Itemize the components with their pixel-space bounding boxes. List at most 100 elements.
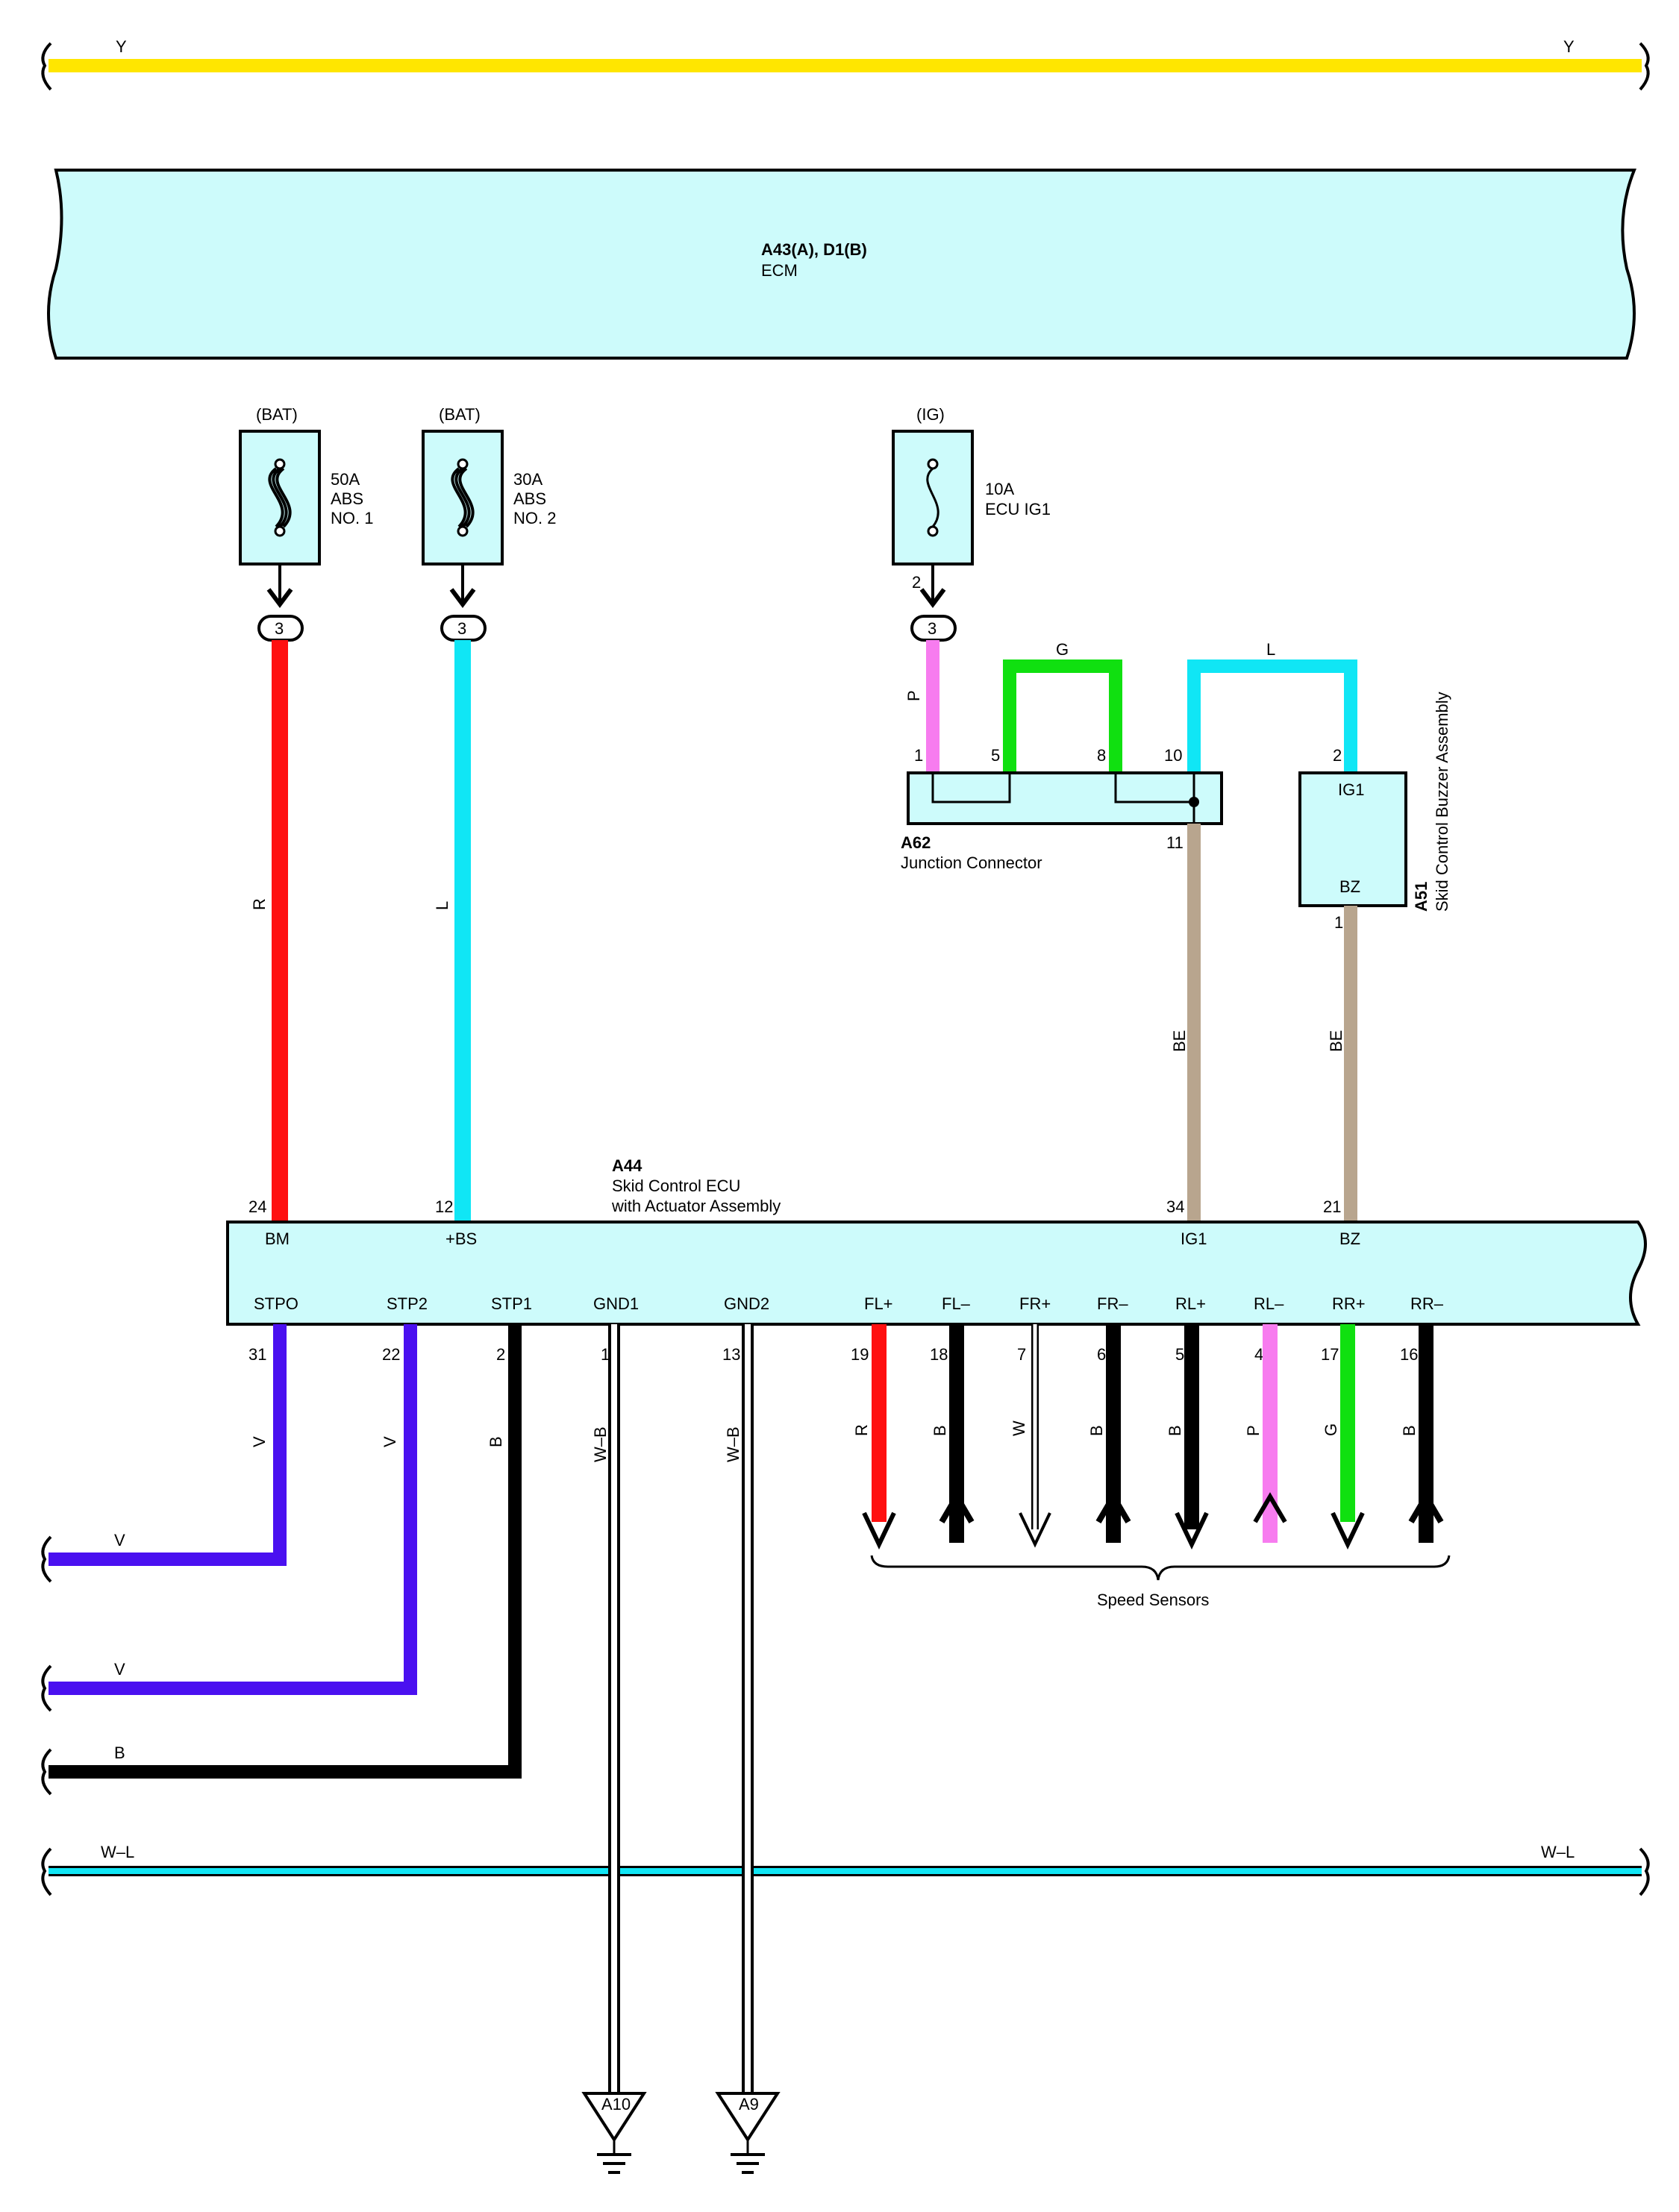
- wire-rl-minus-label: P: [1244, 1425, 1263, 1436]
- a62-pin-8: 8: [1097, 746, 1106, 765]
- a51-id: A51: [1412, 882, 1431, 912]
- wire-fr-plus-label: W: [1010, 1420, 1028, 1436]
- wire-b-stp1: [49, 1324, 522, 1779]
- a44-pin-4: 4: [1254, 1345, 1263, 1364]
- wl-bus-right-label: W–L: [1541, 1843, 1575, 1861]
- a44-term-stp1: STP1: [491, 1294, 532, 1313]
- jumper-g: G: [1003, 640, 1122, 773]
- a44-term-rl-plus: RL+: [1175, 1294, 1206, 1313]
- fuse2-line2: NO. 2: [513, 509, 556, 527]
- a44-pin-6: 6: [1097, 1345, 1106, 1364]
- ecm-block: A43(A), D1(B) ECM: [47, 169, 1636, 360]
- wire-fr-minus-label: B: [1087, 1425, 1106, 1436]
- a44-term-rr-plus: RR+: [1332, 1294, 1366, 1313]
- stop-line-1-label: V: [114, 1531, 125, 1550]
- a51-name: Skid Control Buzzer Assembly: [1433, 692, 1451, 912]
- a44-pin-12: 12: [435, 1197, 453, 1216]
- a44-term-fl-minus: FL–: [942, 1294, 971, 1313]
- fuse3-element-icon: [926, 458, 939, 537]
- a44-pin-19: 19: [851, 1345, 869, 1364]
- a44-term-rl-minus: RL–: [1254, 1294, 1284, 1313]
- fuse2-rating: 30A: [513, 470, 543, 489]
- wire-fl-plus-label: R: [852, 1424, 871, 1436]
- stop-line-3-label: B: [114, 1743, 125, 1762]
- ground-a9-label: A9: [739, 2095, 759, 2114]
- a44-pin-22: 22: [382, 1345, 400, 1364]
- fuse3-source: (IG): [916, 405, 945, 424]
- a44-pin-31: 31: [248, 1345, 266, 1364]
- fuse3-junction-pin: 3: [928, 619, 937, 638]
- a44-pin-24: 24: [248, 1197, 266, 1216]
- speed-sensors-brace: [870, 1555, 1451, 1581]
- a44-pin-2: 2: [496, 1345, 505, 1364]
- fuse3-line1: ECU IG1: [985, 500, 1051, 518]
- a44-term-fr-plus: FR+: [1019, 1294, 1051, 1313]
- wire-be-bz-label: BE: [1327, 1030, 1345, 1052]
- a51-pin-bottom: 1: [1334, 913, 1343, 932]
- wire-stp1-label: B: [487, 1436, 505, 1447]
- wire-rr-plus-label: G: [1322, 1423, 1340, 1436]
- wl-bus: W–L W–L: [41, 1843, 1650, 1896]
- a62-pin-10: 10: [1164, 746, 1182, 765]
- a44-term-gnd2: GND2: [724, 1294, 769, 1313]
- ground-a10-label: A10: [601, 2095, 631, 2114]
- jumper-g-label: G: [1056, 640, 1069, 659]
- fuse3-rating: 10A: [985, 480, 1014, 498]
- wire-rl-plus-label: B: [1166, 1425, 1184, 1436]
- skid-control-ecu-a44: A44 Skid Control ECU with Actuator Assem…: [226, 1156, 1647, 1364]
- a44-pin-34: 34: [1166, 1197, 1184, 1216]
- ground-wires: W–B W–B: [591, 1324, 754, 2096]
- be-wires: BE BE: [1170, 824, 1357, 1222]
- a44-term-gnd1: GND1: [593, 1294, 639, 1313]
- wire-gnd1-label: W–B: [591, 1426, 610, 1462]
- a44-pin-17: 17: [1321, 1345, 1339, 1364]
- fuse2-element-icon: [451, 458, 475, 537]
- a44-term-ig1: IG1: [1181, 1229, 1207, 1248]
- a44-pin-7: 7: [1017, 1345, 1026, 1364]
- fuse2-junction-pin: 3: [457, 619, 466, 638]
- wl-bus-left-label: W–L: [101, 1843, 134, 1861]
- a44-term-fr-minus: FR–: [1097, 1294, 1128, 1313]
- a51-terminal-bz: BZ: [1339, 877, 1360, 896]
- a51-pin-top: 2: [1333, 746, 1342, 765]
- buzzer-a51: 2 IG1 BZ 1 A51 Skid Control Buzzer Assem…: [1298, 692, 1451, 932]
- wire-be-ig1-label: BE: [1170, 1030, 1189, 1052]
- a44-name-line2: with Actuator Assembly: [611, 1197, 781, 1215]
- fuse-abs-no2: (BAT) 30A ABS NO. 2 3 L: [422, 405, 556, 1222]
- a62-id: A62: [901, 833, 931, 852]
- a44-pin-16: 16: [1400, 1345, 1418, 1364]
- fuse3-pin-out: 2: [912, 573, 921, 592]
- wire-v-stpo: [49, 1324, 287, 1566]
- a44-term-fl-plus: FL+: [864, 1294, 893, 1313]
- wire-gnd2-label: W–B: [724, 1426, 742, 1462]
- a44-name-line1: Skid Control ECU: [612, 1177, 740, 1195]
- a62-pin-5: 5: [991, 746, 1000, 765]
- fuse1-element-icon: [268, 458, 292, 537]
- a62-pin-11: 11: [1166, 833, 1184, 852]
- a44-term-stpo: STPO: [254, 1294, 298, 1313]
- a62-name: Junction Connector: [901, 853, 1042, 872]
- top-y-bus: Y Y: [41, 37, 1650, 91]
- jumper-l-label: L: [1266, 640, 1275, 659]
- wire-p-label: P: [904, 690, 923, 701]
- top-bus-left-label: Y: [116, 37, 127, 56]
- wire-stpo-label: V: [250, 1436, 269, 1447]
- ecm-name: ECM: [761, 261, 798, 280]
- fuse1-line1: ABS: [331, 489, 363, 508]
- a44-pin-18: 18: [930, 1345, 948, 1364]
- a44-pin-21: 21: [1323, 1197, 1341, 1216]
- stop-line-2-label: V: [114, 1660, 125, 1679]
- a44-term-bm: BM: [265, 1229, 290, 1248]
- a44-pin-1: 1: [601, 1345, 610, 1364]
- a44-id: A44: [612, 1156, 642, 1175]
- jumper-l: L: [1187, 640, 1357, 773]
- a51-terminal-ig1: IG1: [1338, 780, 1364, 799]
- fuse2-source: (BAT): [439, 405, 481, 424]
- junction-connector-a62: 1 5 8 10 11 A62 Junction Connector: [901, 746, 1223, 872]
- a44-term-bs: +BS: [445, 1229, 477, 1248]
- a44-term-rr-minus: RR–: [1410, 1294, 1444, 1313]
- fuse1-source: (BAT): [256, 405, 298, 424]
- ground-a9: A9: [715, 2092, 781, 2174]
- a44-term-stp2: STP2: [387, 1294, 428, 1313]
- fuse-abs-no1: (BAT) 50A ABS NO. 1 3 R: [239, 405, 373, 1222]
